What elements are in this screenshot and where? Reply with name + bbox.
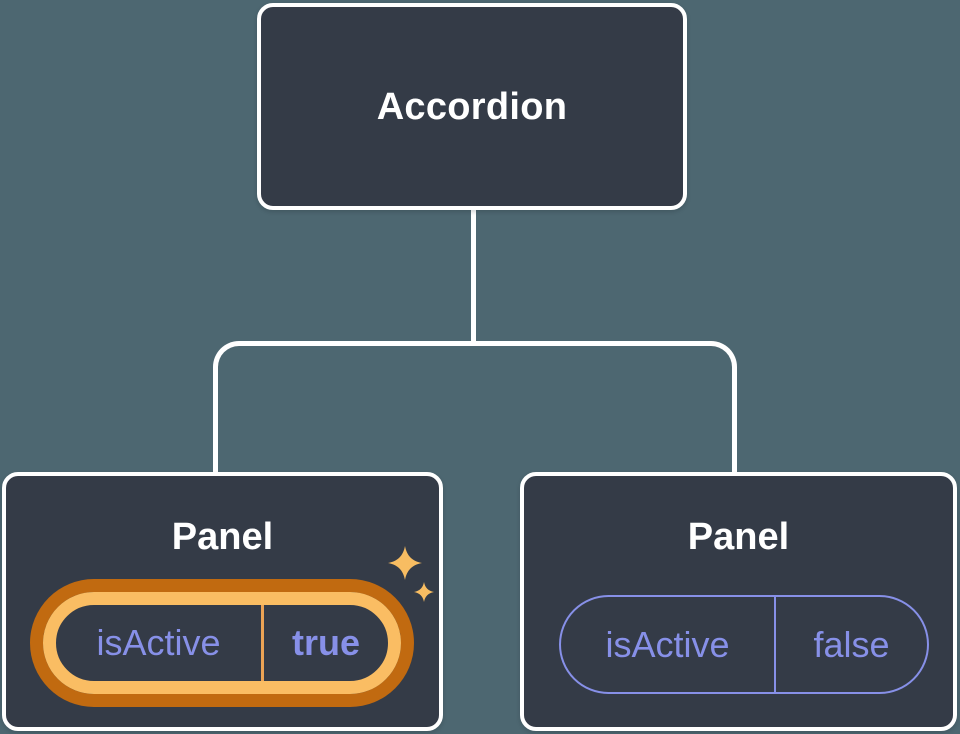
panel-node-inactive: Panel isActive false: [520, 472, 957, 731]
state-pill-inactive: isActive false: [559, 595, 929, 694]
panel-node-label: Panel: [687, 516, 790, 558]
panel-node-label: Panel: [171, 516, 274, 558]
connector-branch: [213, 341, 737, 472]
sparkle-icon: [414, 581, 434, 603]
state-value-label: false: [813, 623, 890, 665]
state-pill-active: isActive true: [43, 592, 401, 694]
state-key-label: isActive: [96, 622, 221, 663]
panel-node-active: Panel isActive true: [2, 472, 443, 731]
accordion-node-label: Accordion: [376, 85, 568, 128]
pill-divider: [261, 605, 264, 681]
accordion-node: Accordion: [257, 3, 687, 210]
connector-stem: [471, 209, 476, 345]
state-value-label: true: [291, 622, 360, 663]
state-key-label: isActive: [605, 623, 730, 665]
pill-divider: [774, 597, 776, 692]
sparkle-icon: [388, 545, 422, 581]
